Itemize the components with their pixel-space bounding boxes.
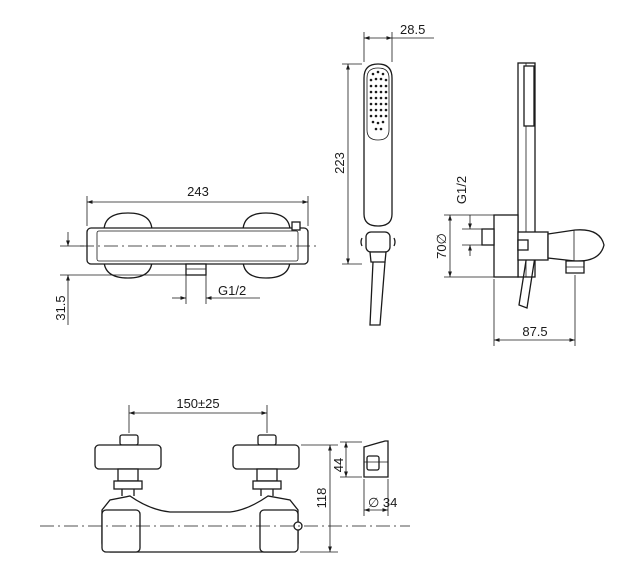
- dim-243-label: 243: [187, 184, 209, 199]
- wall-plate: [493, 214, 519, 278]
- dim-150: 150±25: [128, 396, 268, 433]
- dim-g12-front: G1/2: [172, 275, 260, 304]
- dim-70: 70∅: [434, 214, 494, 278]
- spray-nozzles: [369, 70, 388, 131]
- dim-g12-side-label: G1/2: [454, 176, 469, 204]
- thermostatic-handle: [547, 229, 605, 262]
- dim-g12-front-label: G1/2: [218, 283, 246, 298]
- hand-shower: [360, 63, 396, 326]
- left-handle: [94, 444, 162, 470]
- dim-70-label: 70∅: [434, 233, 449, 259]
- dim-243: 243: [86, 184, 309, 226]
- dim-44: 44: [331, 441, 362, 478]
- shower-holder: [365, 231, 391, 253]
- dim-28-5: 28.5: [363, 22, 434, 62]
- side-view: [481, 62, 605, 309]
- dim-118-label: 118: [314, 488, 329, 509]
- holder-part: [363, 440, 389, 478]
- dim-34: ∅ 34: [363, 479, 397, 516]
- dim-28-5-label: 28.5: [400, 22, 425, 37]
- right-handle: [232, 444, 300, 470]
- dim-34-label: ∅ 34: [368, 495, 397, 510]
- shower-handle: [363, 63, 393, 227]
- dim-31-5-label: 31.5: [53, 295, 68, 320]
- dim-118: 118: [300, 444, 338, 553]
- bottom-view-mixer: [40, 434, 410, 553]
- right-escutcheon: [242, 212, 291, 232]
- bottom-outlet: [185, 263, 207, 276]
- dim-223-label: 223: [332, 152, 347, 174]
- dim-44-label: 44: [331, 458, 346, 472]
- left-escutcheon: [103, 212, 153, 232]
- dim-223: 223: [332, 63, 362, 265]
- dim-87-5: 87.5: [493, 275, 576, 346]
- dim-150-label: 150±25: [176, 396, 219, 411]
- dim-87-5-label: 87.5: [522, 324, 547, 339]
- shower-hose: [369, 261, 386, 326]
- dim-g12-side: G1/2: [454, 176, 482, 256]
- dim-31-5: 31.5: [53, 232, 186, 325]
- front-view-mixer: [80, 212, 320, 279]
